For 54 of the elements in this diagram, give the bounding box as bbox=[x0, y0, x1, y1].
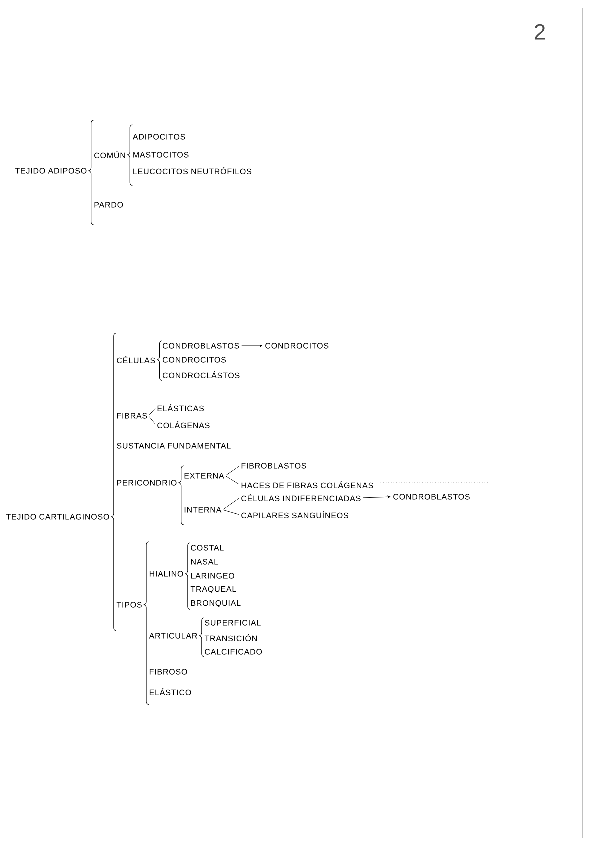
branch-line bbox=[224, 510, 240, 515]
branch-line bbox=[226, 466, 240, 476]
curly-brace bbox=[110, 333, 117, 632]
term-text: COSTAL bbox=[191, 545, 224, 551]
curly-brace bbox=[184, 542, 191, 610]
term-text: SUSTANCIA FUNDAMENTAL bbox=[117, 443, 231, 449]
curly-brace bbox=[156, 340, 163, 381]
curly-brace bbox=[88, 120, 94, 226]
curly-brace bbox=[198, 618, 205, 658]
term-text: COLÁGENAS bbox=[158, 422, 210, 429]
term-text: BRONQUIAL bbox=[191, 600, 241, 608]
curly-brace bbox=[178, 466, 184, 526]
term-text: CÉLULAS bbox=[117, 356, 156, 364]
term-text: PARDO bbox=[94, 202, 124, 208]
term-text: MASTOCITOS bbox=[134, 152, 189, 158]
term-text: INTERNA bbox=[184, 507, 222, 513]
term-text: FIBRAS bbox=[117, 413, 148, 419]
term-text: ARTICULAR bbox=[149, 633, 198, 639]
branch-line bbox=[149, 416, 156, 424]
page-number: 2 bbox=[535, 24, 546, 40]
branch-line bbox=[226, 476, 240, 485]
term-text: CONDROBLASTOS bbox=[394, 494, 470, 500]
term-text: LEUCOCITOS NEUTRÓFILOS bbox=[134, 168, 252, 175]
term-text: FIBROBLASTOS bbox=[242, 463, 306, 469]
term-text: ELÁSTICAS bbox=[158, 404, 204, 412]
term-text: CÉLULAS INDIFERENCIADAS bbox=[242, 494, 361, 502]
term-text: TRANSICIÓN bbox=[204, 634, 257, 642]
term-text: CAPILARES SANGUÍNEOS bbox=[242, 512, 348, 518]
term-text: CONDROCITOS bbox=[266, 343, 329, 349]
term-text: CONDROCITOS bbox=[162, 357, 226, 363]
term-text: SUPERFICIAL bbox=[205, 620, 261, 626]
term-text: CONDROCLÁSTOS bbox=[162, 372, 240, 379]
term-text: COMÚN bbox=[94, 152, 126, 159]
term-text: PERICONDRIO bbox=[117, 480, 177, 486]
branch-line bbox=[223, 498, 240, 510]
term-text: FIBROSO bbox=[150, 669, 188, 675]
term-text: TEJIDO CARTILAGINOSO bbox=[6, 514, 110, 520]
term-text: HIALINO bbox=[150, 571, 184, 577]
branch-line bbox=[149, 408, 156, 416]
arrow bbox=[242, 344, 263, 348]
term-text: LARINGEO bbox=[191, 573, 234, 579]
term-text: TRAQUEAL bbox=[190, 586, 236, 594]
term-text: TIPOS bbox=[116, 602, 142, 608]
term-text: CONDROBLASTOS bbox=[162, 343, 240, 349]
term-text: EXTERNA bbox=[184, 473, 224, 479]
term-text: NASAL bbox=[191, 559, 218, 565]
curly-brace bbox=[144, 542, 150, 705]
arrow bbox=[363, 496, 391, 498]
term-text: HACES DE FIBRAS COLÁGENAS bbox=[242, 482, 374, 488]
term-text: ADIPOCITOS bbox=[132, 134, 186, 140]
term-text: TEJIDO ADIPOSO bbox=[15, 168, 87, 174]
term-text: ELÁSTICO bbox=[150, 688, 192, 696]
term-text: CALCIFICADO bbox=[205, 649, 262, 655]
curly-brace bbox=[127, 124, 133, 186]
